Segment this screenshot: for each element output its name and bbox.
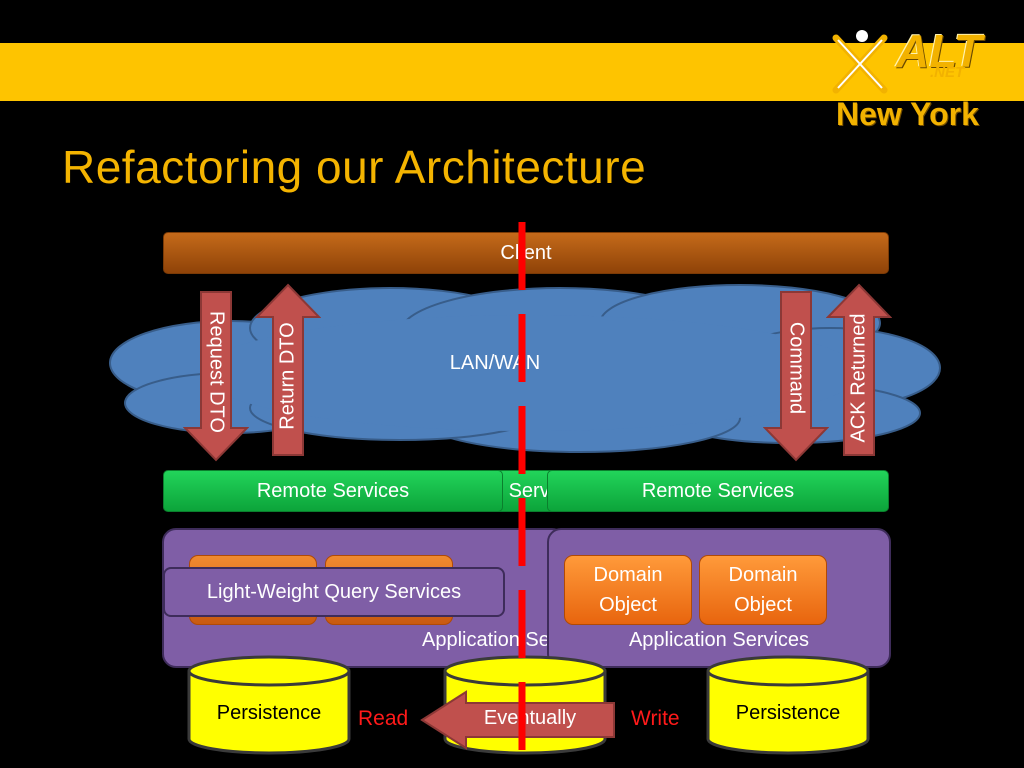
domain-object-2: Domain Object [699, 555, 827, 625]
query-services-box: Light-Weight Query Services [163, 567, 505, 617]
read-write-divider [518, 222, 526, 768]
ack-returned-label: ACK Returned [847, 313, 870, 443]
network-label: LAN/WAN [449, 352, 541, 374]
eventually-label: Eventually [483, 707, 577, 729]
persistence-right-label: Persistence [735, 702, 841, 724]
write-label: Write [631, 707, 680, 730]
persistence-left-icon [187, 655, 351, 755]
domain-object-1: Domain Object [564, 555, 692, 625]
ack-returned-arrow-icon [826, 283, 892, 456]
command-label: Command [785, 321, 808, 415]
logo-city: New York [836, 96, 979, 132]
logo-sub: .NET [930, 64, 965, 81]
client-box: Client [163, 232, 889, 274]
command-arrow-icon [763, 291, 829, 462]
request-dto-arrow-icon [183, 291, 249, 462]
client-label: Client [500, 241, 552, 264]
return-dto-arrow-icon [255, 283, 321, 456]
logo-brand: ALT [896, 25, 983, 77]
return-dto-label: Return DTO [276, 322, 299, 430]
remote-services-left: Remote Services [163, 470, 503, 512]
remote-services-right: Remote Services [547, 470, 889, 512]
slide-title: Refactoring our Architecture [62, 141, 647, 193]
application-services-right-label: Application Services [628, 629, 810, 651]
persistence-left-label: Persistence [216, 702, 322, 724]
request-dto-label: Request DTO [205, 311, 228, 433]
eventually-arrow-icon [420, 690, 615, 750]
read-label: Read [358, 707, 409, 730]
persistence-right-icon [706, 655, 870, 755]
application-services-right: Domain Object Domain Object Application … [547, 528, 891, 668]
alt-net-logo-icon [832, 30, 888, 94]
